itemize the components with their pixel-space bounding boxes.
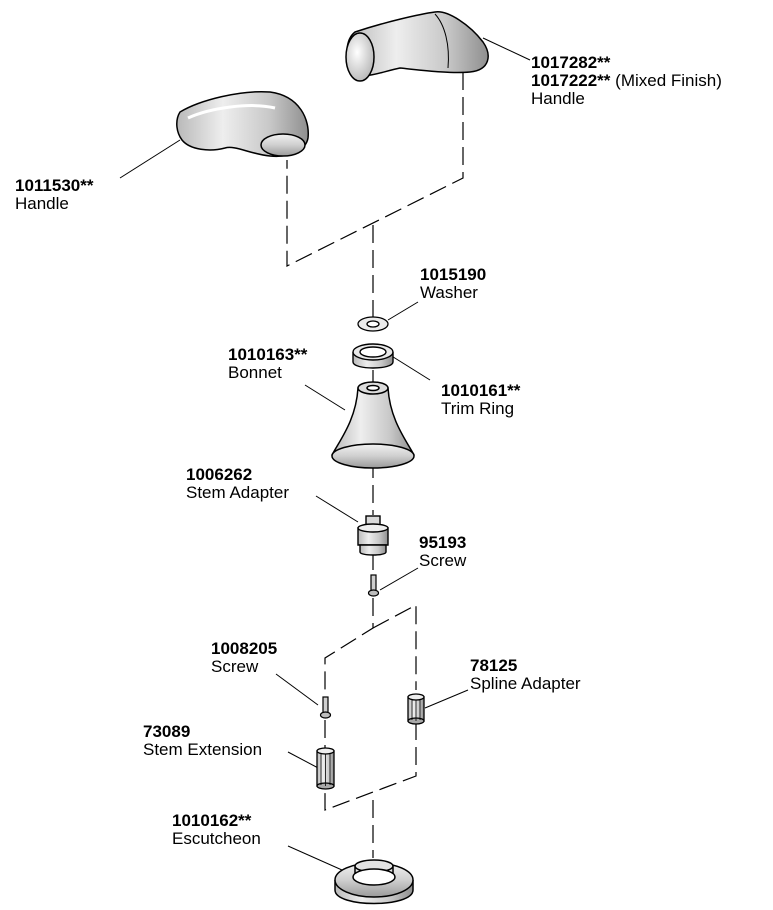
- part-number: 78125: [470, 656, 518, 675]
- spline-adapter-drawing: [407, 693, 425, 725]
- part-name: Screw: [211, 657, 259, 676]
- part-number: 1015190: [420, 265, 487, 284]
- label-washer: 1015190 Washer: [420, 266, 486, 302]
- part-name: Spline Adapter: [470, 674, 581, 693]
- alt-note: (Mixed Finish): [615, 71, 722, 90]
- label-spline-adapter: 78125 Spline Adapter: [470, 657, 581, 693]
- part-number: 1006262: [186, 465, 253, 484]
- part-name: Stem Extension: [143, 740, 263, 759]
- leader-lines: [119, 37, 531, 871]
- part-number: 1011530**: [15, 176, 94, 195]
- part-name: Trim Ring: [441, 399, 515, 418]
- part-number: 95193: [419, 533, 467, 552]
- assembly-dash-lines: [286, 72, 464, 858]
- label-stem-extension: 73089 Stem Extension: [143, 723, 262, 759]
- label-stem-adapter: 1006262 Stem Adapter: [186, 466, 289, 502]
- alt-part-number: 1017222**: [531, 71, 611, 90]
- part-number: 1008205: [211, 639, 278, 658]
- part-name: Screw: [419, 551, 467, 570]
- label-trim-ring: 1010161** Trim Ring: [441, 382, 520, 418]
- screw-1008205-drawing: [319, 696, 332, 719]
- part-number: 1010163**: [228, 345, 308, 364]
- part-name: Bonnet: [228, 363, 282, 382]
- part-number: 1017282**: [531, 53, 611, 72]
- part-number: 1010162**: [172, 811, 252, 830]
- label-bonnet: 1010163** Bonnet: [228, 346, 307, 382]
- lever-handle-drawing: [345, 11, 489, 82]
- washer-drawing: [357, 316, 389, 332]
- label-screw-95193: 95193 Screw: [419, 534, 466, 570]
- screw-95193-drawing: [367, 574, 380, 597]
- left-handle-drawing: [176, 91, 309, 158]
- part-name: Washer: [420, 283, 478, 302]
- stem-extension-drawing: [316, 747, 335, 790]
- part-name: Handle: [531, 89, 585, 108]
- label-screw-1008205: 1008205 Screw: [211, 640, 277, 676]
- bonnet-drawing: [331, 381, 415, 469]
- label-handle-left: 1011530** Handle: [15, 177, 93, 213]
- trim-ring-drawing: [352, 343, 394, 369]
- escutcheon-drawing: [334, 859, 414, 905]
- part-name: Stem Adapter: [186, 483, 290, 502]
- part-name: Handle: [15, 194, 69, 213]
- label-handle-lever: 1017282** 1017222** (Mixed Finish) Handl…: [531, 54, 722, 108]
- part-number: 1010161**: [441, 381, 521, 400]
- stem-adapter-drawing: [357, 515, 389, 556]
- part-name: Escutcheon: [172, 829, 261, 848]
- label-escutcheon: 1010162** Escutcheon: [172, 812, 261, 848]
- part-number: 73089: [143, 722, 191, 741]
